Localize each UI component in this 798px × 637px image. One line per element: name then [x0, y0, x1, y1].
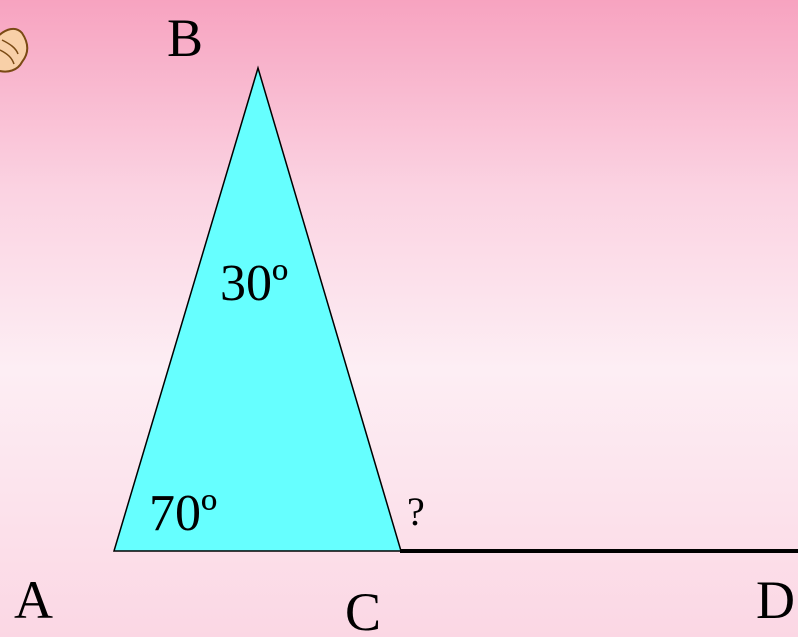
triangle-abc: [112, 65, 403, 552]
angle-label-a: 70º: [149, 485, 217, 542]
vertex-label-d: D: [756, 570, 795, 630]
pointing-hand-icon: [0, 27, 29, 73]
vertex-label-b: B: [167, 8, 203, 68]
angle-label-b: 30º: [220, 255, 288, 312]
unknown-angle-label: ?: [407, 489, 425, 534]
vertex-label-c: C: [345, 582, 381, 637]
vertex-label-a: A: [14, 570, 53, 630]
